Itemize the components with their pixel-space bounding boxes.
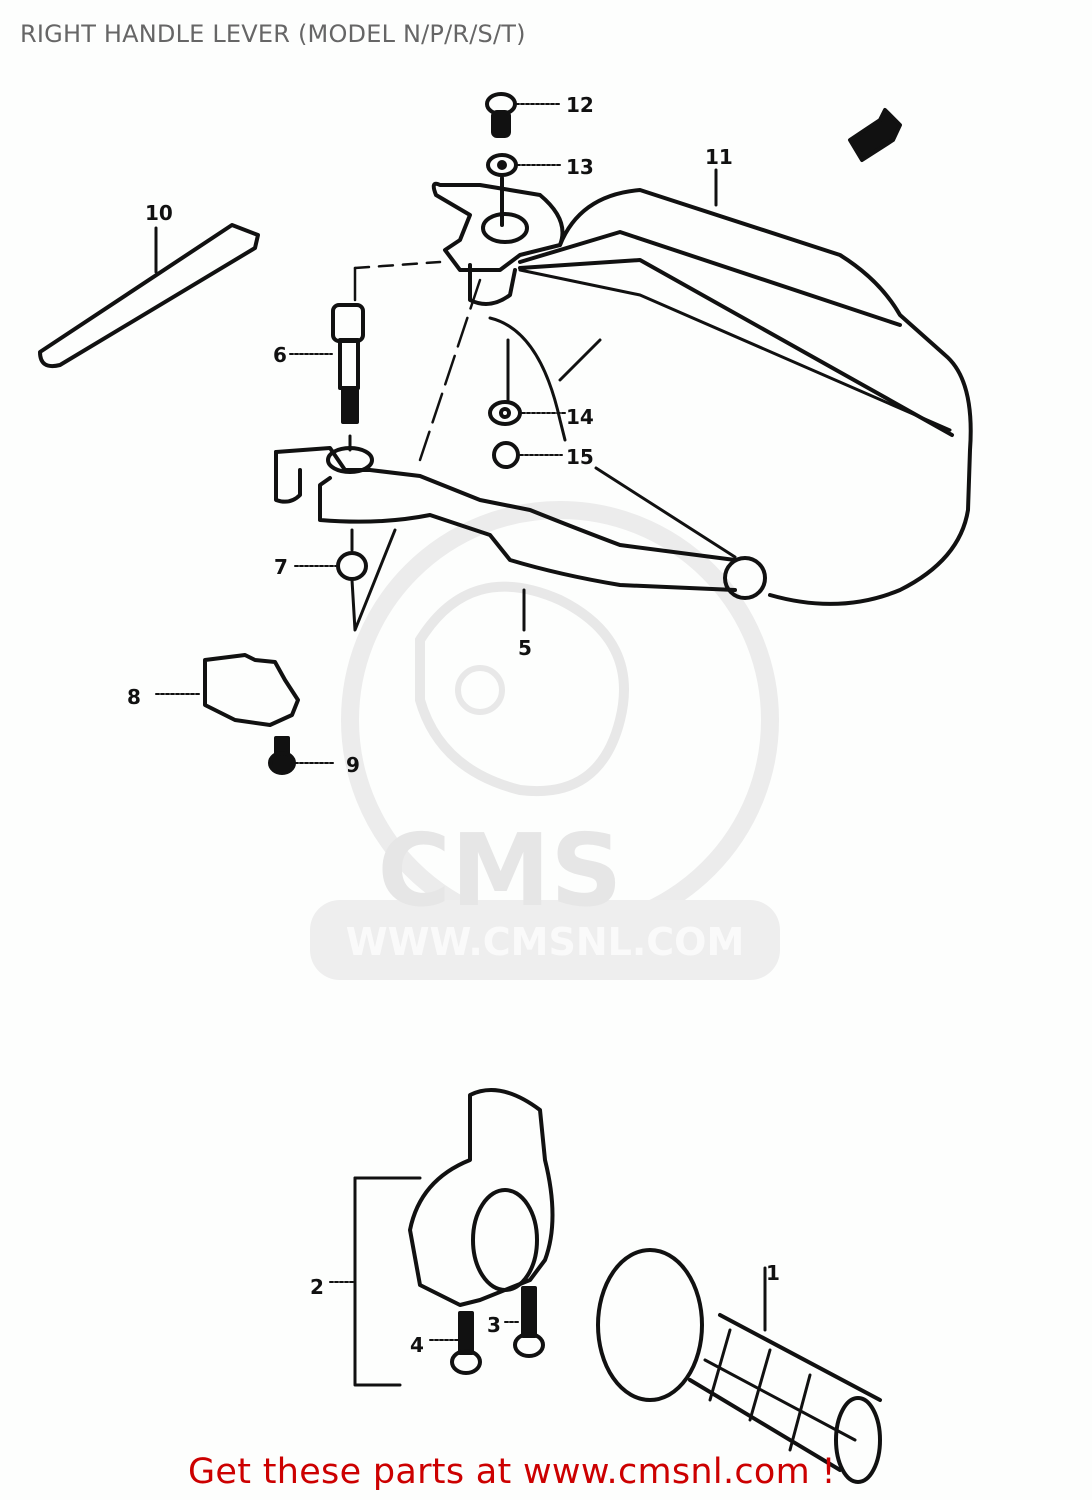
callout-12: 12 [566, 93, 594, 117]
callout-labels: 1 2 3 4 5 6 7 8 9 10 11 12 13 14 15 [127, 93, 780, 1357]
watermark-logo: CMS [378, 812, 623, 929]
callout-15: 15 [566, 445, 594, 469]
callout-4: 4 [410, 1333, 424, 1357]
watermark-url: WWW.CMSNL.COM [346, 920, 745, 964]
cms-watermark: CMS WWW.CMSNL.COM [310, 501, 780, 980]
callout-11: 11 [705, 145, 733, 169]
callout-6: 6 [273, 343, 287, 367]
callout-2: 2 [310, 1275, 324, 1299]
callout-1: 1 [766, 1261, 780, 1285]
callout-13: 13 [566, 155, 594, 179]
callout-10: 10 [145, 201, 173, 225]
footer-promo-link[interactable]: Get these parts at www.cmsnl.com ! [188, 1452, 836, 1492]
callout-8: 8 [127, 685, 141, 709]
callout-7: 7 [274, 555, 288, 579]
page-title: RIGHT HANDLE LEVER (MODEL N/P/R/S/T) [20, 20, 526, 48]
callout-9: 9 [346, 753, 360, 777]
callout-3: 3 [487, 1313, 501, 1337]
callout-5: 5 [518, 636, 532, 660]
callout-14: 14 [566, 405, 594, 429]
